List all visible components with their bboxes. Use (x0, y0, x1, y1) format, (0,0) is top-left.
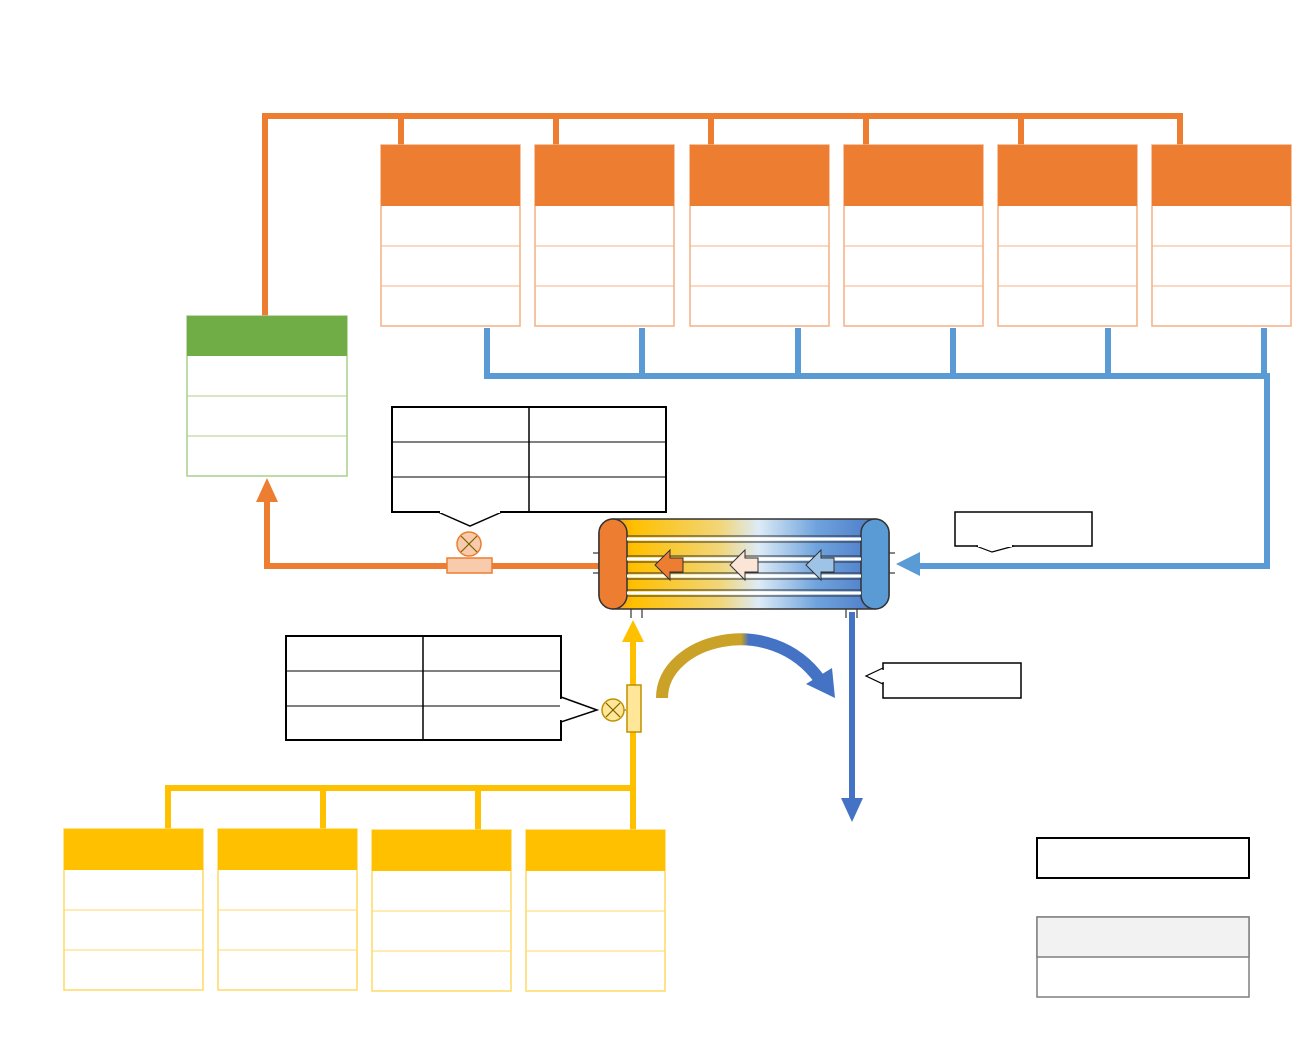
consumer-unit-3 (689, 144, 830, 327)
cold-return-pipe (484, 328, 1270, 569)
hot-valve-callout-table (391, 406, 667, 527)
arrow-icon (805, 548, 835, 582)
source-unit-3 (371, 829, 512, 992)
return-outlet-callout (864, 662, 1022, 699)
heat-source-pipe (165, 640, 636, 830)
arrow-icon (729, 548, 759, 582)
cold-inlet-callout (954, 511, 1093, 553)
return-outlet-arrow-icon (841, 798, 863, 822)
consumer-unit-4 (843, 144, 984, 327)
source-control-valve (601, 684, 642, 733)
hot-control-valve (446, 531, 493, 574)
source-unit-1 (63, 828, 204, 991)
arrow-icon (654, 548, 684, 582)
consumer-unit-5 (997, 144, 1138, 327)
hot-outlet-arrow-icon (256, 478, 278, 502)
consumer-unit-6 (1151, 144, 1292, 327)
source-units (63, 828, 666, 992)
heat-transfer-curve-arrow (656, 633, 835, 699)
heat-exchanger (593, 518, 895, 618)
heat-source-arrow-icon (622, 620, 644, 642)
hot-supply-pipe (262, 113, 1183, 316)
consumer-unit-1 (380, 144, 521, 327)
arrow-icon (806, 668, 835, 698)
consumer-units (380, 144, 1292, 327)
internal-flow-arrows (654, 548, 835, 582)
legend-box-2 (1036, 916, 1250, 998)
source-valve-callout-table (285, 635, 600, 741)
source-unit-2 (217, 828, 358, 991)
consumer-unit-2 (534, 144, 675, 327)
legend (1036, 837, 1250, 998)
storage-tank (186, 315, 348, 477)
cold-return-arrow-icon (896, 552, 920, 576)
source-unit-4 (525, 829, 666, 992)
legend-box-1 (1036, 837, 1250, 879)
